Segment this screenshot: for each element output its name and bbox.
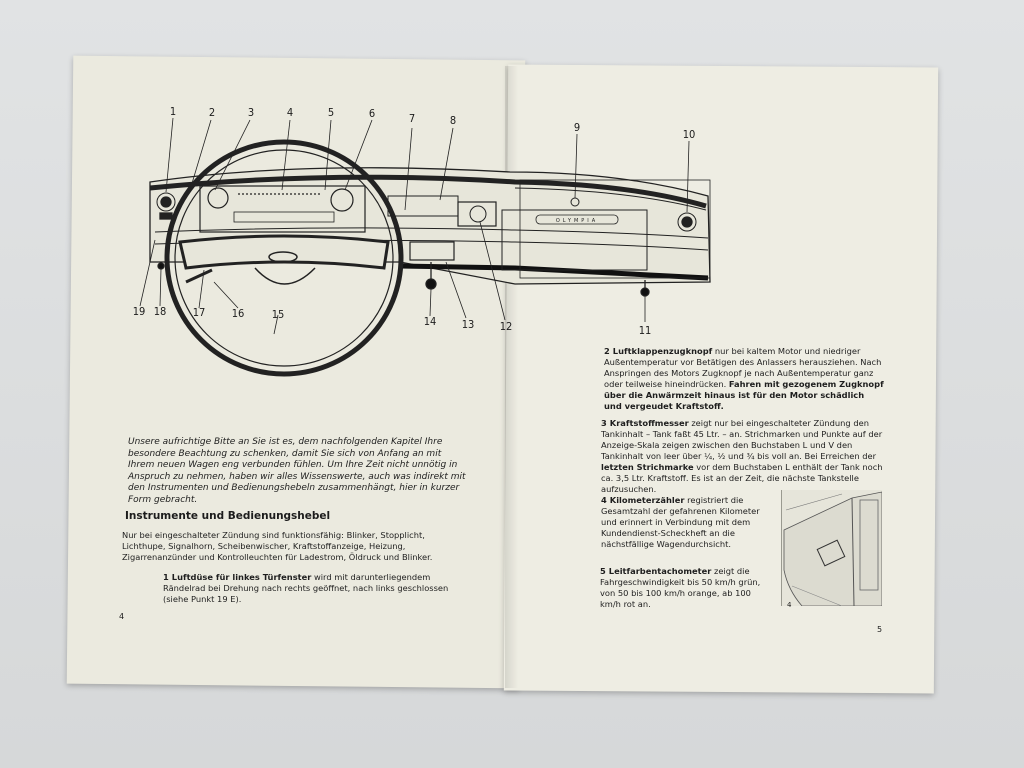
callout-18: 18 (154, 305, 167, 318)
item-2-title: Luftklappenzugknopf (612, 346, 713, 356)
callout-9: 9 (574, 121, 580, 134)
callout-16: 16 (232, 307, 245, 320)
item-4-text: registriert die Gesamtzahl der gefahrene… (601, 495, 760, 549)
callout-leader-lines (139, 117, 690, 335)
callout-4: 4 (287, 106, 293, 119)
callout-3: 3 (248, 106, 254, 119)
callout-19: 19 (133, 305, 146, 318)
callout-6: 6 (369, 107, 375, 120)
callout-17: 17 (193, 306, 206, 319)
item-4-number: 4 (601, 495, 607, 505)
callout-10: 10 (683, 128, 696, 141)
section-heading: Instrumente und Bedienungshebel (125, 510, 331, 522)
item-3-text-b: vor dem Buchstaben L enthält der Tank no… (601, 462, 883, 494)
item-2-text: nur bei kaltem Motor und niedriger Außen… (604, 346, 882, 389)
item-3-text-a: zeigt nur bei eingeschalteter Zündung de… (601, 418, 883, 461)
item-3-emphasis: letzten Strichmarke (601, 462, 694, 472)
brand-plate-text: OLYMPIA (556, 218, 598, 224)
item-5-text: zeigt die Fahrgeschwindigkeit bis 50 km/… (600, 566, 761, 609)
item-2-number: 2 (604, 346, 610, 356)
figure-label: 4 (787, 601, 792, 609)
item-5-title: Leitfarbentachometer (608, 566, 712, 576)
left-page-number: 4 (119, 612, 125, 621)
right-page-number: 5 (877, 625, 883, 634)
item-2-warning: Fahren mit gezogenem Zugknopf über die A… (604, 379, 884, 411)
callout-5: 5 (328, 106, 334, 119)
callout-15: 15 (272, 308, 285, 321)
callout-2: 2 (209, 106, 215, 119)
item-1-title: Luftdüse für linkes Türfenster (171, 572, 312, 582)
callout-7: 7 (409, 112, 415, 125)
item-5-number: 5 (600, 566, 606, 576)
door-detail-drawing (783, 491, 882, 606)
callout-11: 11 (639, 324, 652, 337)
item-1-number: 1 (163, 572, 169, 582)
callout-12: 12 (500, 320, 513, 333)
callout-1: 1 (170, 105, 176, 118)
callout-numbers: 1 2 3 4 5 6 7 8 9 10 19 18 17 16 15 14 1… (133, 105, 696, 337)
steering-wheel (164, 139, 404, 377)
callout-14: 14 (424, 315, 437, 328)
intro-paragraph: Unsere aufrichtige Bitte an Sie ist es, … (128, 437, 466, 505)
item-3-title: Kraftstoffmesser (609, 418, 689, 428)
ignition-paragraph: Nur bei eingeschalteter Zündung sind fun… (122, 530, 433, 562)
item-3-number: 3 (601, 418, 607, 428)
door-detail-illustration (781, 490, 882, 606)
item-1-text: wird mit darunterliegendem Rändelrad bei… (163, 572, 449, 604)
callout-13: 13 (462, 318, 475, 331)
item-4-title: Kilometerzähler (609, 495, 685, 505)
dashboard-body (149, 167, 711, 297)
callout-8: 8 (450, 114, 456, 127)
